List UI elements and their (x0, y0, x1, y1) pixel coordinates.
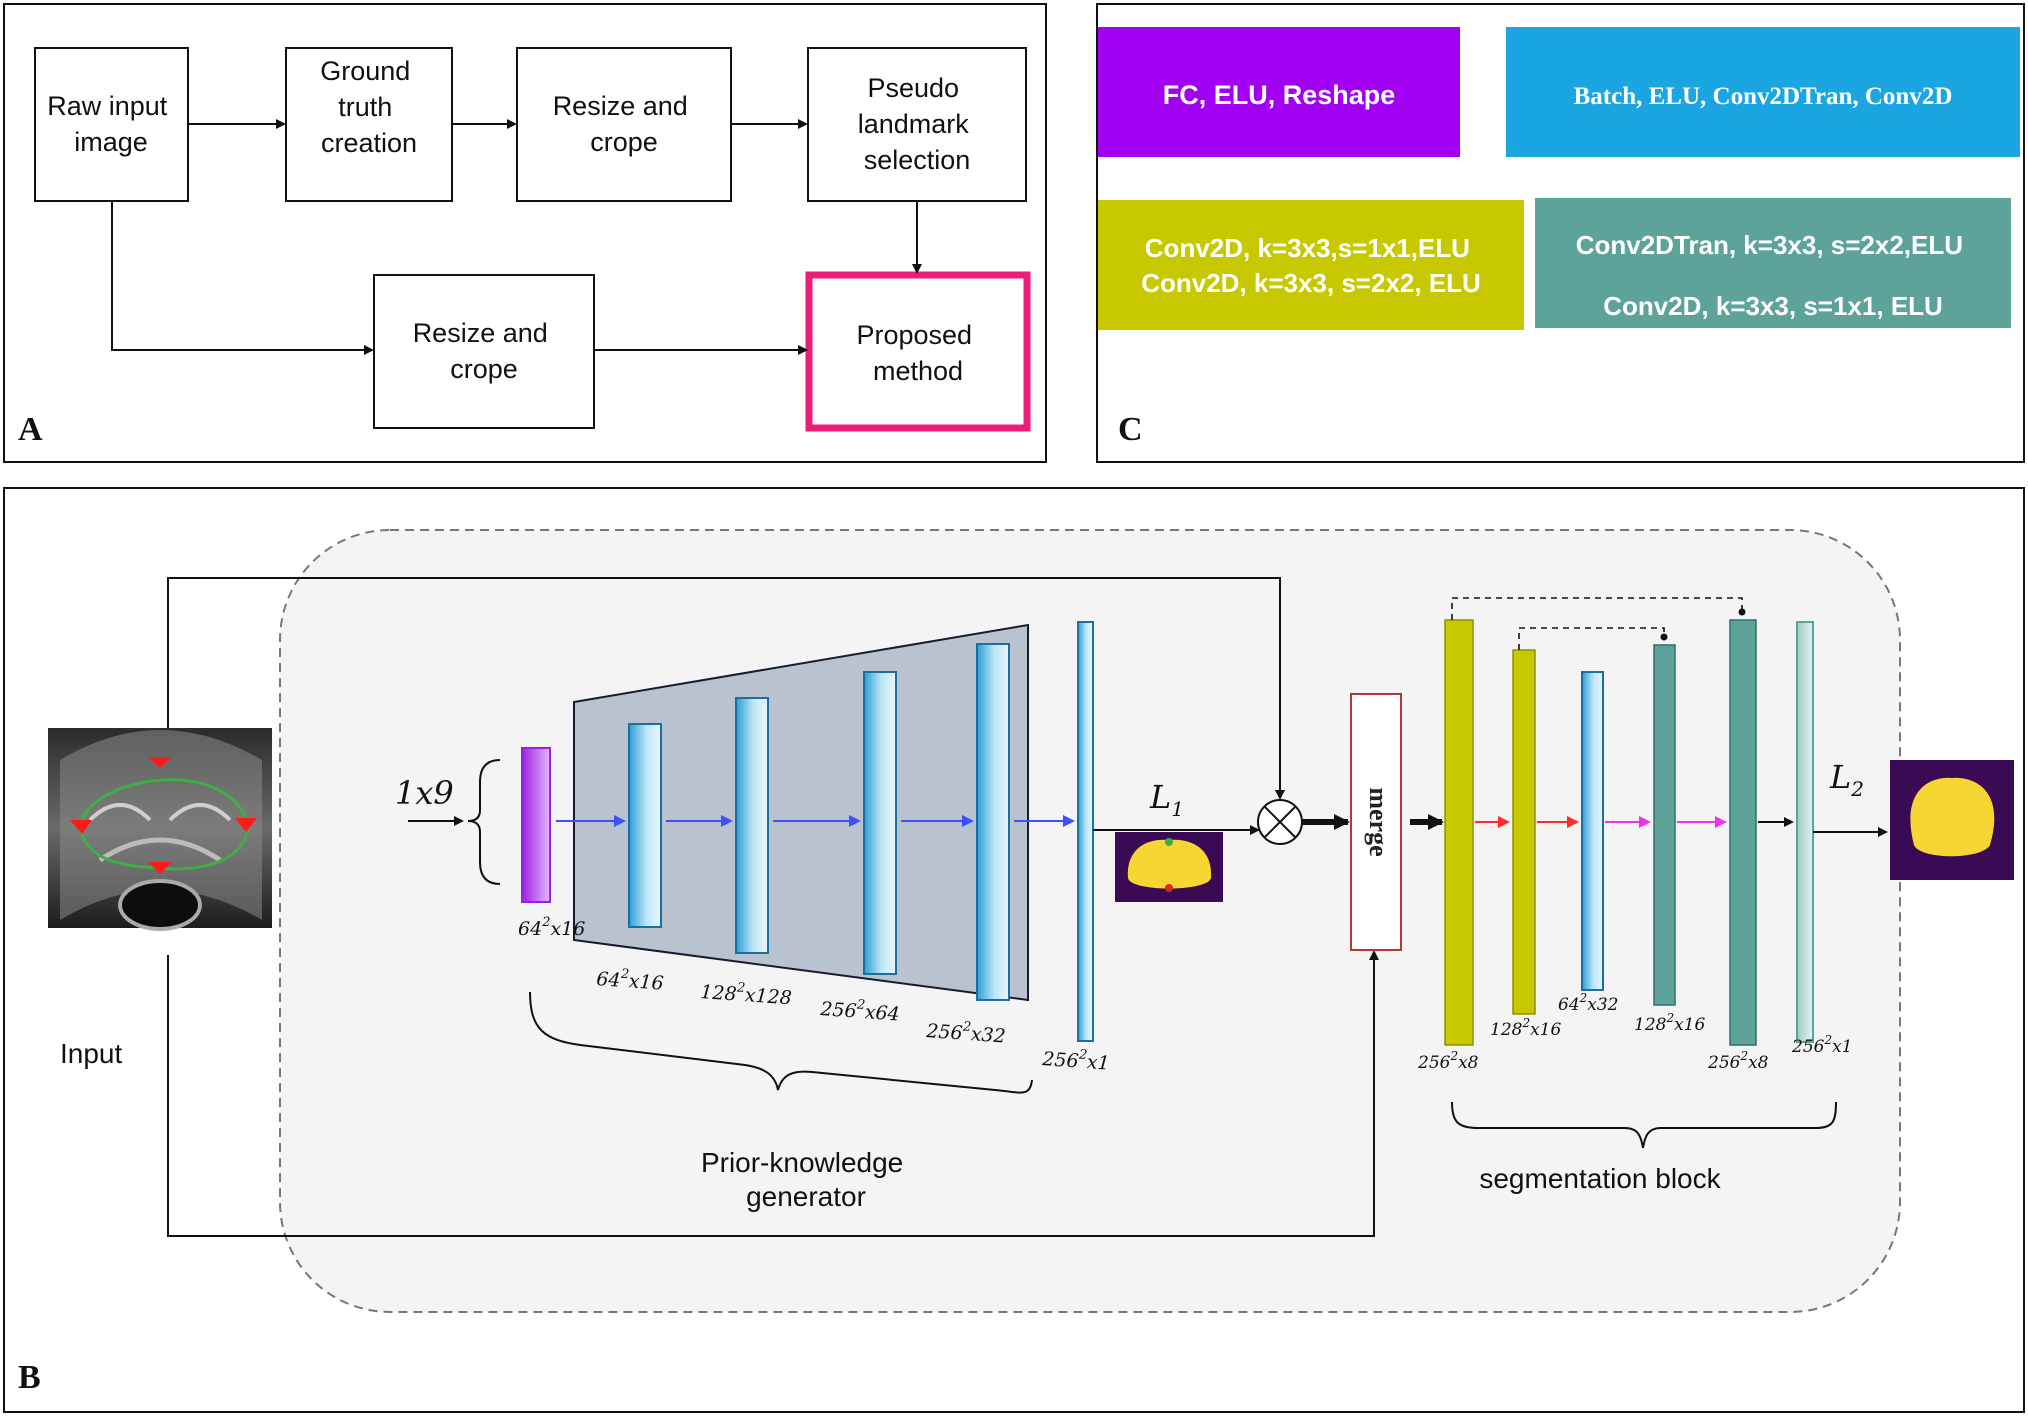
gen-label-6: 2562x1 (1041, 1045, 1111, 1075)
seg-label-4: 1282x16 (1634, 1011, 1705, 1035)
raw-input-box (34, 47, 189, 202)
legend-batch-label: Batch, ELU, Conv2DTran, Conv2D (1574, 83, 1953, 110)
legend-conv-up (1535, 198, 2011, 328)
input-label: Input (60, 1038, 122, 1069)
seg-layer-6 (1796, 621, 1814, 1043)
raw-input-label: Raw input image (47, 91, 175, 157)
legend-batch (1506, 27, 2020, 157)
legend-fc (1098, 27, 1460, 157)
generator-layer-4 (976, 643, 1010, 1001)
arrow-raw-to-resize-bottom (111, 201, 374, 355)
prior-mask-image (1115, 832, 1223, 902)
seg-skip-inner-head (1660, 633, 1668, 641)
input-ultrasound-image (48, 728, 272, 931)
legend-conv-up-label: Conv2DTran, k=3x3, s=2x2,ELU Conv2D, k=3… (1576, 230, 1971, 321)
input-route-to-merge (167, 950, 1379, 1237)
pseudo-landmark-label: Pseudo landmark selection (858, 73, 977, 175)
generator-layer-2 (735, 697, 769, 954)
generator-brace (529, 991, 1033, 1094)
legend-conv-down-label: Conv2D, k=3x3,s=1x1,ELU Conv2D, k=3x3, s… (1141, 233, 1481, 298)
panel-c: FC, ELU, Reshape Batch, ELU, Conv2DTran,… (1096, 3, 2025, 463)
resize-crop-bottom-box (373, 274, 595, 429)
gen-label-2: 642x16 (596, 965, 665, 995)
merge-block (1350, 693, 1402, 951)
fc-layer (521, 747, 551, 903)
multiply-cross-b (1264, 806, 1296, 838)
panel-b: Input 1x9 642x16 642x16 1282x128 2562x64… (3, 487, 2025, 1413)
seg-layer-4 (1653, 644, 1676, 1006)
seg-label-5: 2562x8 (1707, 1049, 1769, 1073)
resize-crop-top-box (516, 47, 732, 202)
loss2-label: L2 (1829, 758, 1864, 801)
generator-layer-1 (628, 723, 662, 928)
merge-label: merge (1364, 787, 1393, 856)
legend-conv-down (1098, 200, 1524, 330)
loss1-label: L1 (1149, 778, 1184, 821)
input-skip-to-multiply (167, 577, 1285, 800)
pseudo-landmark-box (807, 47, 1027, 202)
segmentation-brace (1451, 1101, 1837, 1149)
seg-layer-1 (1444, 619, 1474, 1046)
seg-skip-inner (1518, 627, 1665, 650)
segmentation-label: segmentation block (1479, 1163, 1721, 1194)
seg-layer-2 (1512, 649, 1536, 1015)
generator-output-layer (1077, 621, 1094, 1042)
gen-label-3: 1282x128 (700, 978, 793, 1009)
panel-b-letter: B (18, 1359, 41, 1396)
vector-brace (467, 759, 501, 885)
seg-label-3: 642x32 (1558, 991, 1619, 1015)
proposed-method-label: Proposed method (856, 320, 979, 386)
seg-label-2: 1282x16 (1490, 1016, 1561, 1040)
seg-layer-5 (1729, 619, 1757, 1046)
gen-label-1: 642x16 (518, 915, 585, 940)
seg-label-6: 2562x1 (1791, 1033, 1853, 1057)
legend-fc-label: FC, ELU, Reshape (1163, 80, 1396, 110)
generator-layer-3 (863, 671, 897, 975)
seg-layer-3 (1581, 671, 1604, 991)
proposed-method-box (805, 271, 1031, 432)
generator-label: Prior-knowledge generator (701, 1147, 911, 1212)
seg-skip-outer (1451, 597, 1743, 620)
panel-c-letter: C (1118, 411, 1143, 448)
seg-label-1: 2562x8 (1417, 1049, 1479, 1073)
vector-label: 1x9 (395, 774, 454, 812)
ground-truth-label: Ground truth creation (320, 56, 418, 158)
gen-label-4: 2562x64 (819, 995, 901, 1026)
resize-crop-top-label: Resize and crope (553, 91, 696, 157)
generator-trapezoid (573, 623, 1029, 1002)
gen-label-5: 2562x32 (925, 1017, 1007, 1048)
panel-a: Raw input image Ground truth creation Re… (3, 3, 1047, 463)
output-mask-image (1890, 760, 2014, 880)
seg-skip-outer-head (1738, 608, 1746, 616)
resize-crop-bottom-label: Resize and crope (413, 318, 556, 384)
panel-a-letter: A (18, 411, 43, 448)
